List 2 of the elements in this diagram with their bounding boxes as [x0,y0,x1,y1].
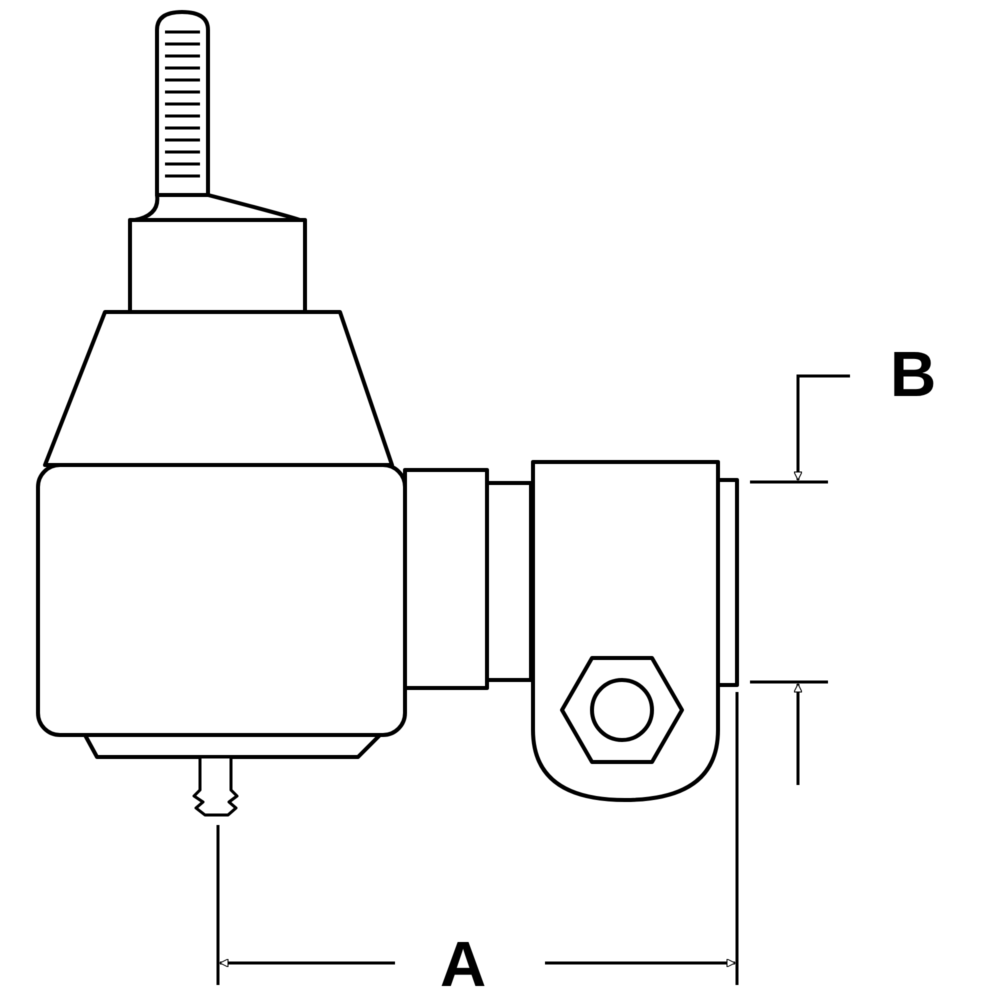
dimension-label: B [890,342,936,406]
dimension-label: A [440,932,486,996]
